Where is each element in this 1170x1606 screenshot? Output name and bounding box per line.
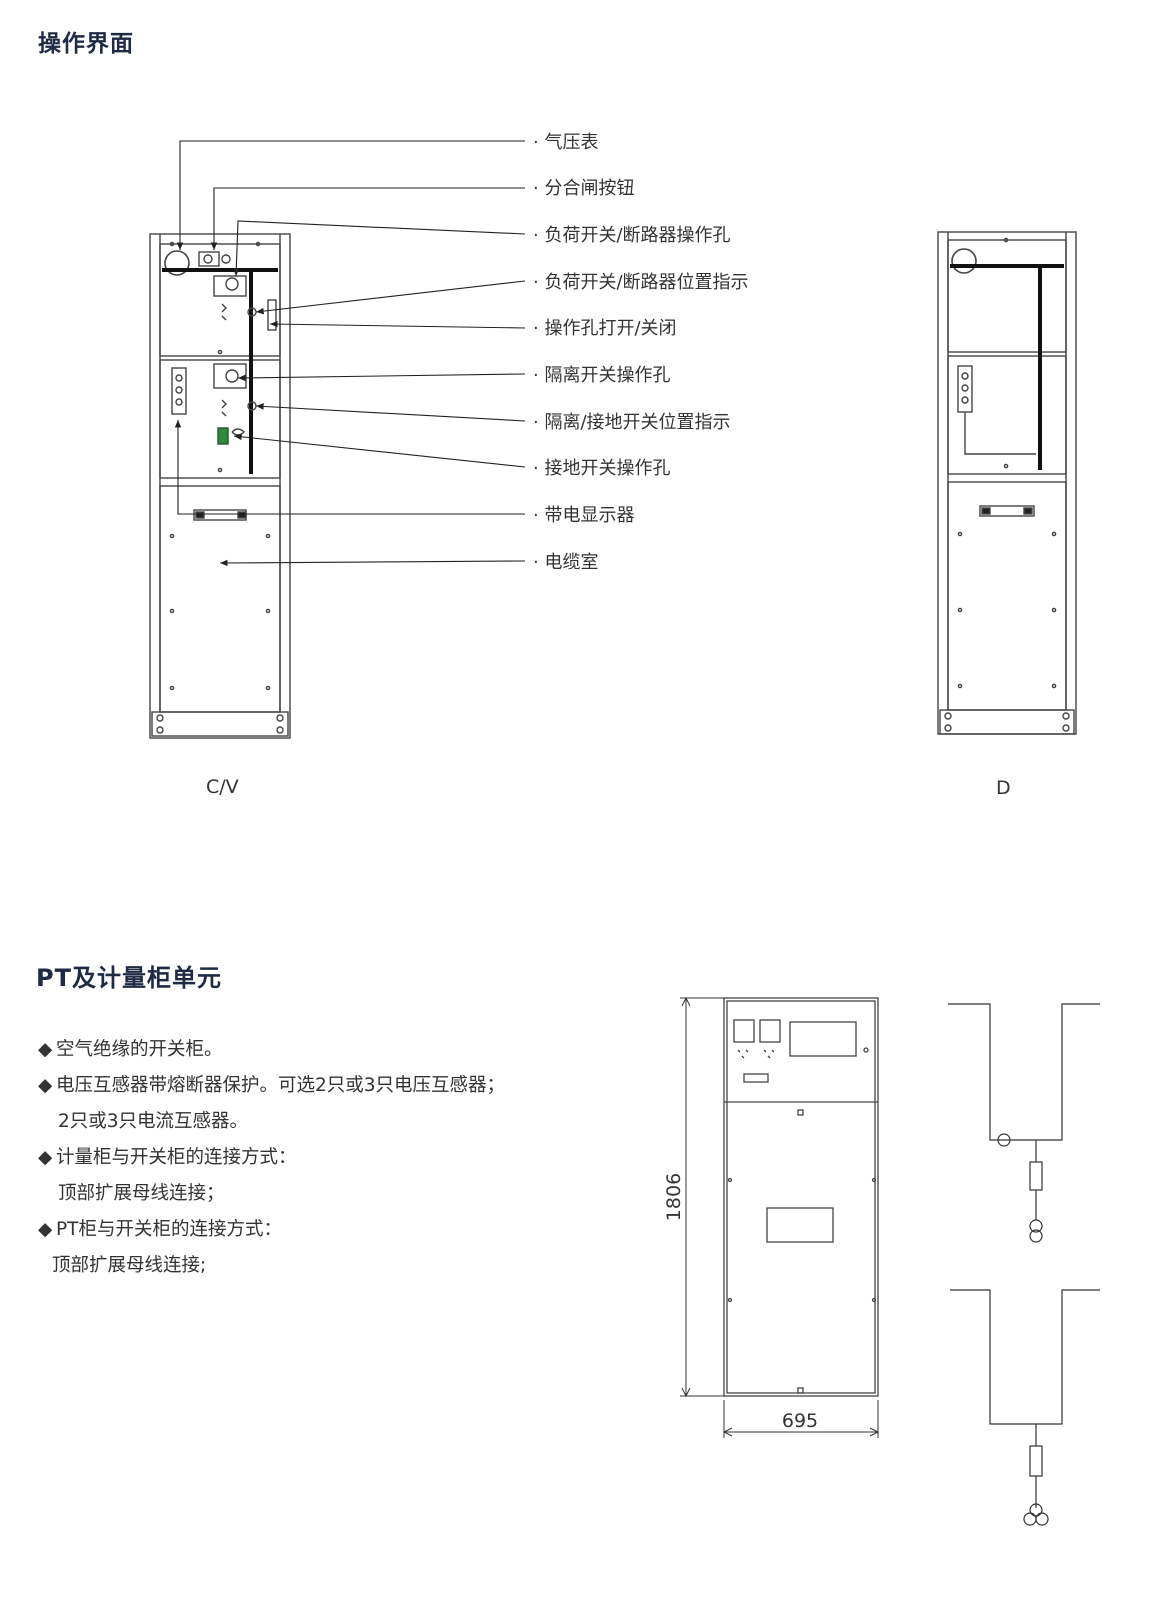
- callout-isolator-earth-position: · 隔离/接地开关位置指示: [533, 412, 731, 433]
- diamond-bullet-icon: ◆: [38, 1147, 53, 1168]
- callout-op-hole-open-close: · 操作孔打开/关闭: [533, 318, 677, 339]
- feature-item: ◆PT柜与开关柜的连接方式：: [38, 1212, 598, 1248]
- feature-item-continued: 顶部扩展母线连接；: [38, 1176, 598, 1212]
- feature-text: 顶部扩展母线连接;: [52, 1255, 207, 1276]
- caption-cv: C/V: [206, 776, 239, 798]
- feature-item: ◆电压互感器带熔断器保护。可选2只或3只电压互感器；: [38, 1068, 598, 1104]
- feature-text: 电压互感器带熔断器保护。可选2只或3只电压互感器；: [56, 1075, 506, 1096]
- callout-isolator-op-hole: · 隔离开关操作孔: [533, 365, 670, 386]
- schematic-metering: [948, 1003, 1100, 1243]
- feature-text: 顶部扩展母线连接；: [58, 1183, 225, 1204]
- feature-text: 2只或3只电流互感器。: [58, 1111, 249, 1132]
- feature-text: 空气绝缘的开关柜。: [56, 1039, 223, 1060]
- feature-item-continued: 2只或3只电流互感器。: [38, 1104, 598, 1140]
- callout-earth-switch-op-hole: · 接地开关操作孔: [533, 458, 670, 479]
- feature-list: ◆空气绝缘的开关柜。 ◆电压互感器带熔断器保护。可选2只或3只电压互感器； 2只…: [38, 1032, 598, 1284]
- diamond-bullet-icon: ◆: [38, 1075, 53, 1096]
- dimension-height: 1806: [663, 1173, 685, 1221]
- diamond-bullet-icon: ◆: [38, 1219, 53, 1240]
- cabinet-d-drawing: [937, 231, 1077, 735]
- section-title-operation: 操作界面: [38, 31, 134, 57]
- callout-breaker-op-hole: · 负荷开关/断路器操作孔: [533, 225, 731, 246]
- caption-d: D: [996, 777, 1011, 799]
- callout-open-close-button: · 分合闸按钮: [533, 178, 634, 199]
- feature-item: ◆空气绝缘的开关柜。: [38, 1032, 598, 1068]
- callout-leaders: [174, 140, 526, 567]
- pt-cabinet-drawing: [723, 997, 879, 1397]
- callout-live-display: · 带电显示器: [533, 505, 634, 526]
- feature-text: 计量柜与开关柜的连接方式：: [56, 1147, 297, 1168]
- feature-text: PT柜与开关柜的连接方式：: [56, 1219, 282, 1240]
- callout-breaker-position: · 负荷开关/断路器位置指示: [533, 272, 749, 293]
- dimension-lines: [680, 996, 880, 1438]
- callout-cable-compartment: · 电缆室: [533, 552, 598, 573]
- feature-item-continued: 顶部扩展母线连接;: [38, 1248, 598, 1284]
- callout-pressure-gauge: · 气压表: [533, 132, 598, 153]
- schematic-pt: [950, 1289, 1100, 1526]
- dimension-width: 695: [782, 1410, 818, 1432]
- cabinet-cv-drawing: [149, 233, 291, 739]
- section-title-pt: PT及计量柜单元: [36, 964, 222, 992]
- diamond-bullet-icon: ◆: [38, 1039, 53, 1060]
- feature-item: ◆计量柜与开关柜的连接方式：: [38, 1140, 598, 1176]
